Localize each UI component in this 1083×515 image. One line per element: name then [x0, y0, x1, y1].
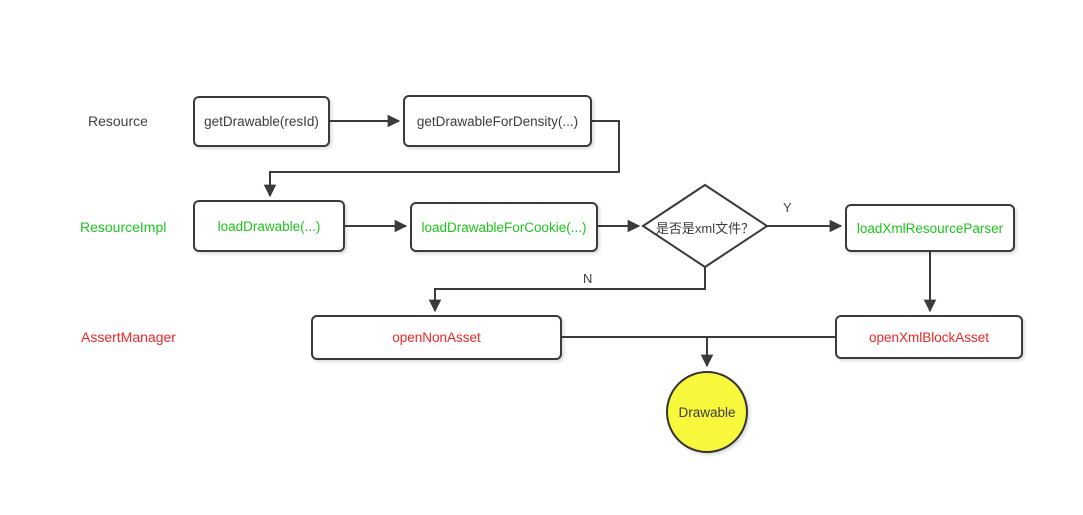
- node-get-drawable: getDrawable(resId): [193, 96, 330, 147]
- node-load-xml-resource-parser: loadXmlResourceParser: [845, 204, 1015, 252]
- decision-diamond-label: 是否是xml文件？: [655, 221, 755, 236]
- edge-label-yes: Y: [783, 200, 792, 215]
- lane-label-assertmanager: AssertManager: [81, 329, 176, 345]
- edge-density-to-loaddrawable: [270, 120, 620, 196]
- node-get-drawable-for-density: getDrawableForDensity(...): [403, 95, 592, 147]
- edge-decision-no: [435, 267, 706, 311]
- lane-label-resourceimpl: ResourceImpl: [80, 219, 167, 235]
- node-open-non-asset: openNonAsset: [311, 315, 562, 360]
- node-load-drawable: loadDrawable(...): [193, 200, 345, 252]
- node-drawable-result: Drawable: [666, 371, 748, 453]
- decision-diamond-shape: [641, 183, 769, 269]
- edge-label-no: N: [583, 271, 593, 286]
- node-load-drawable-for-cookie: loadDrawableForCookie(...): [410, 202, 598, 252]
- node-open-xml-block-asset: openXmlBlockAsset: [835, 315, 1023, 359]
- lane-label-resource: Resource: [88, 113, 148, 129]
